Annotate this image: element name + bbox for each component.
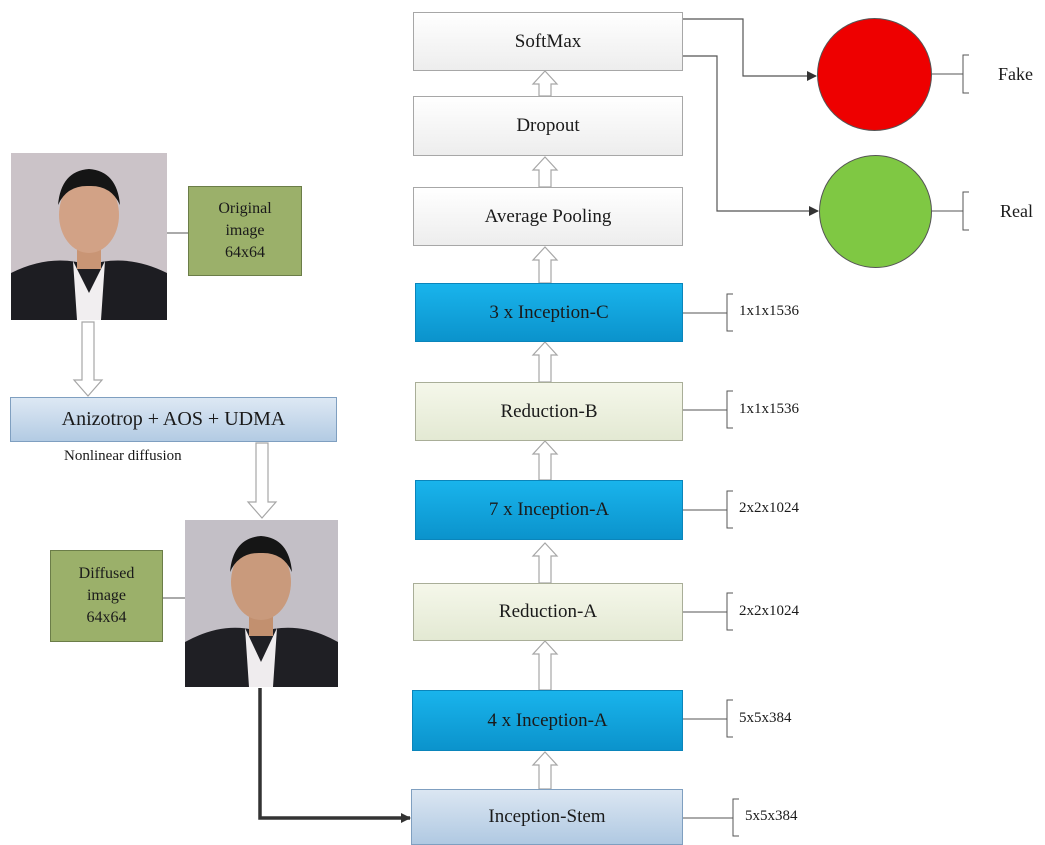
- average-pooling-block: Average Pooling: [413, 187, 683, 246]
- diffused-label-line1: Diffused: [78, 565, 135, 582]
- original-label-line3: 64x64: [224, 244, 265, 261]
- real-output-circle: [819, 155, 932, 268]
- dim-inception-a7: 2x2x1024: [739, 500, 799, 516]
- up-arrow-a4-reda: [531, 640, 559, 691]
- softmax-block: SoftMax: [413, 12, 683, 71]
- preprocess-label: Anizotrop + AOS + UDMA: [61, 408, 286, 430]
- up-arrow-stem-a4: [531, 751, 559, 790]
- original-label-line2: image: [225, 222, 265, 239]
- diffused-label-line2: image: [86, 587, 127, 604]
- dim-inception-stem: 5x5x384: [745, 808, 798, 824]
- down-arrow-preprocess-diffused: [246, 442, 278, 519]
- inception-stem-label: Inception-Stem: [488, 806, 606, 827]
- inception-a7-label: 7 x Inception-A: [488, 499, 610, 520]
- up-arrow-a7-redb: [531, 440, 559, 481]
- real-label: Real: [1000, 201, 1033, 221]
- diffused-image-label: Diffused image 64x64: [50, 550, 163, 642]
- diffused-label-line3: 64x64: [86, 609, 127, 626]
- dim-inception-a4: 5x5x384: [739, 710, 792, 726]
- original-face-image: [11, 153, 167, 320]
- down-arrow-original-preprocess: [72, 321, 104, 397]
- reduction-b-block: Reduction-B: [415, 382, 683, 441]
- fake-label: Fake: [998, 64, 1033, 84]
- preprocess-caption: Nonlinear diffusion: [64, 448, 182, 464]
- inception-a7-block: 7 x Inception-A: [415, 480, 683, 540]
- dim-reduction-b: 1x1x1536: [739, 401, 799, 417]
- original-image-label: Original image 64x64: [188, 186, 302, 276]
- dropout-label: Dropout: [516, 115, 580, 136]
- preprocess-box: Anizotrop + AOS + UDMA: [10, 397, 337, 442]
- diffused-to-stem-arrow: [258, 688, 411, 823]
- inception-a4-block: 4 x Inception-A: [412, 690, 683, 751]
- up-arrow-redb-c: [531, 341, 559, 383]
- reduction-a-label: Reduction-A: [498, 601, 598, 622]
- inception-stem-block: Inception-Stem: [411, 789, 683, 845]
- up-arrow-pool-drop: [531, 156, 559, 188]
- fake-output-circle: [817, 18, 932, 131]
- reduction-b-label: Reduction-B: [500, 400, 598, 422]
- original-label-line1: Original: [218, 200, 272, 217]
- dim-reduction-a: 2x2x1024: [739, 603, 799, 619]
- diffused-face-image: [185, 520, 338, 687]
- dropout-block: Dropout: [413, 96, 683, 156]
- reduction-a-block: Reduction-A: [413, 583, 683, 641]
- up-arrow-drop-soft: [531, 70, 559, 97]
- up-arrow-reda-a7: [531, 542, 559, 584]
- dim-inception-c: 1x1x1536: [739, 303, 799, 319]
- inception-c-label: 3 x Inception-C: [489, 301, 609, 323]
- up-arrow-c-pool: [531, 246, 559, 284]
- inception-c-block: 3 x Inception-C: [415, 283, 683, 342]
- average-pooling-label: Average Pooling: [484, 205, 612, 227]
- inception-a4-label: 4 x Inception-A: [487, 709, 608, 731]
- softmax-label: SoftMax: [514, 30, 582, 52]
